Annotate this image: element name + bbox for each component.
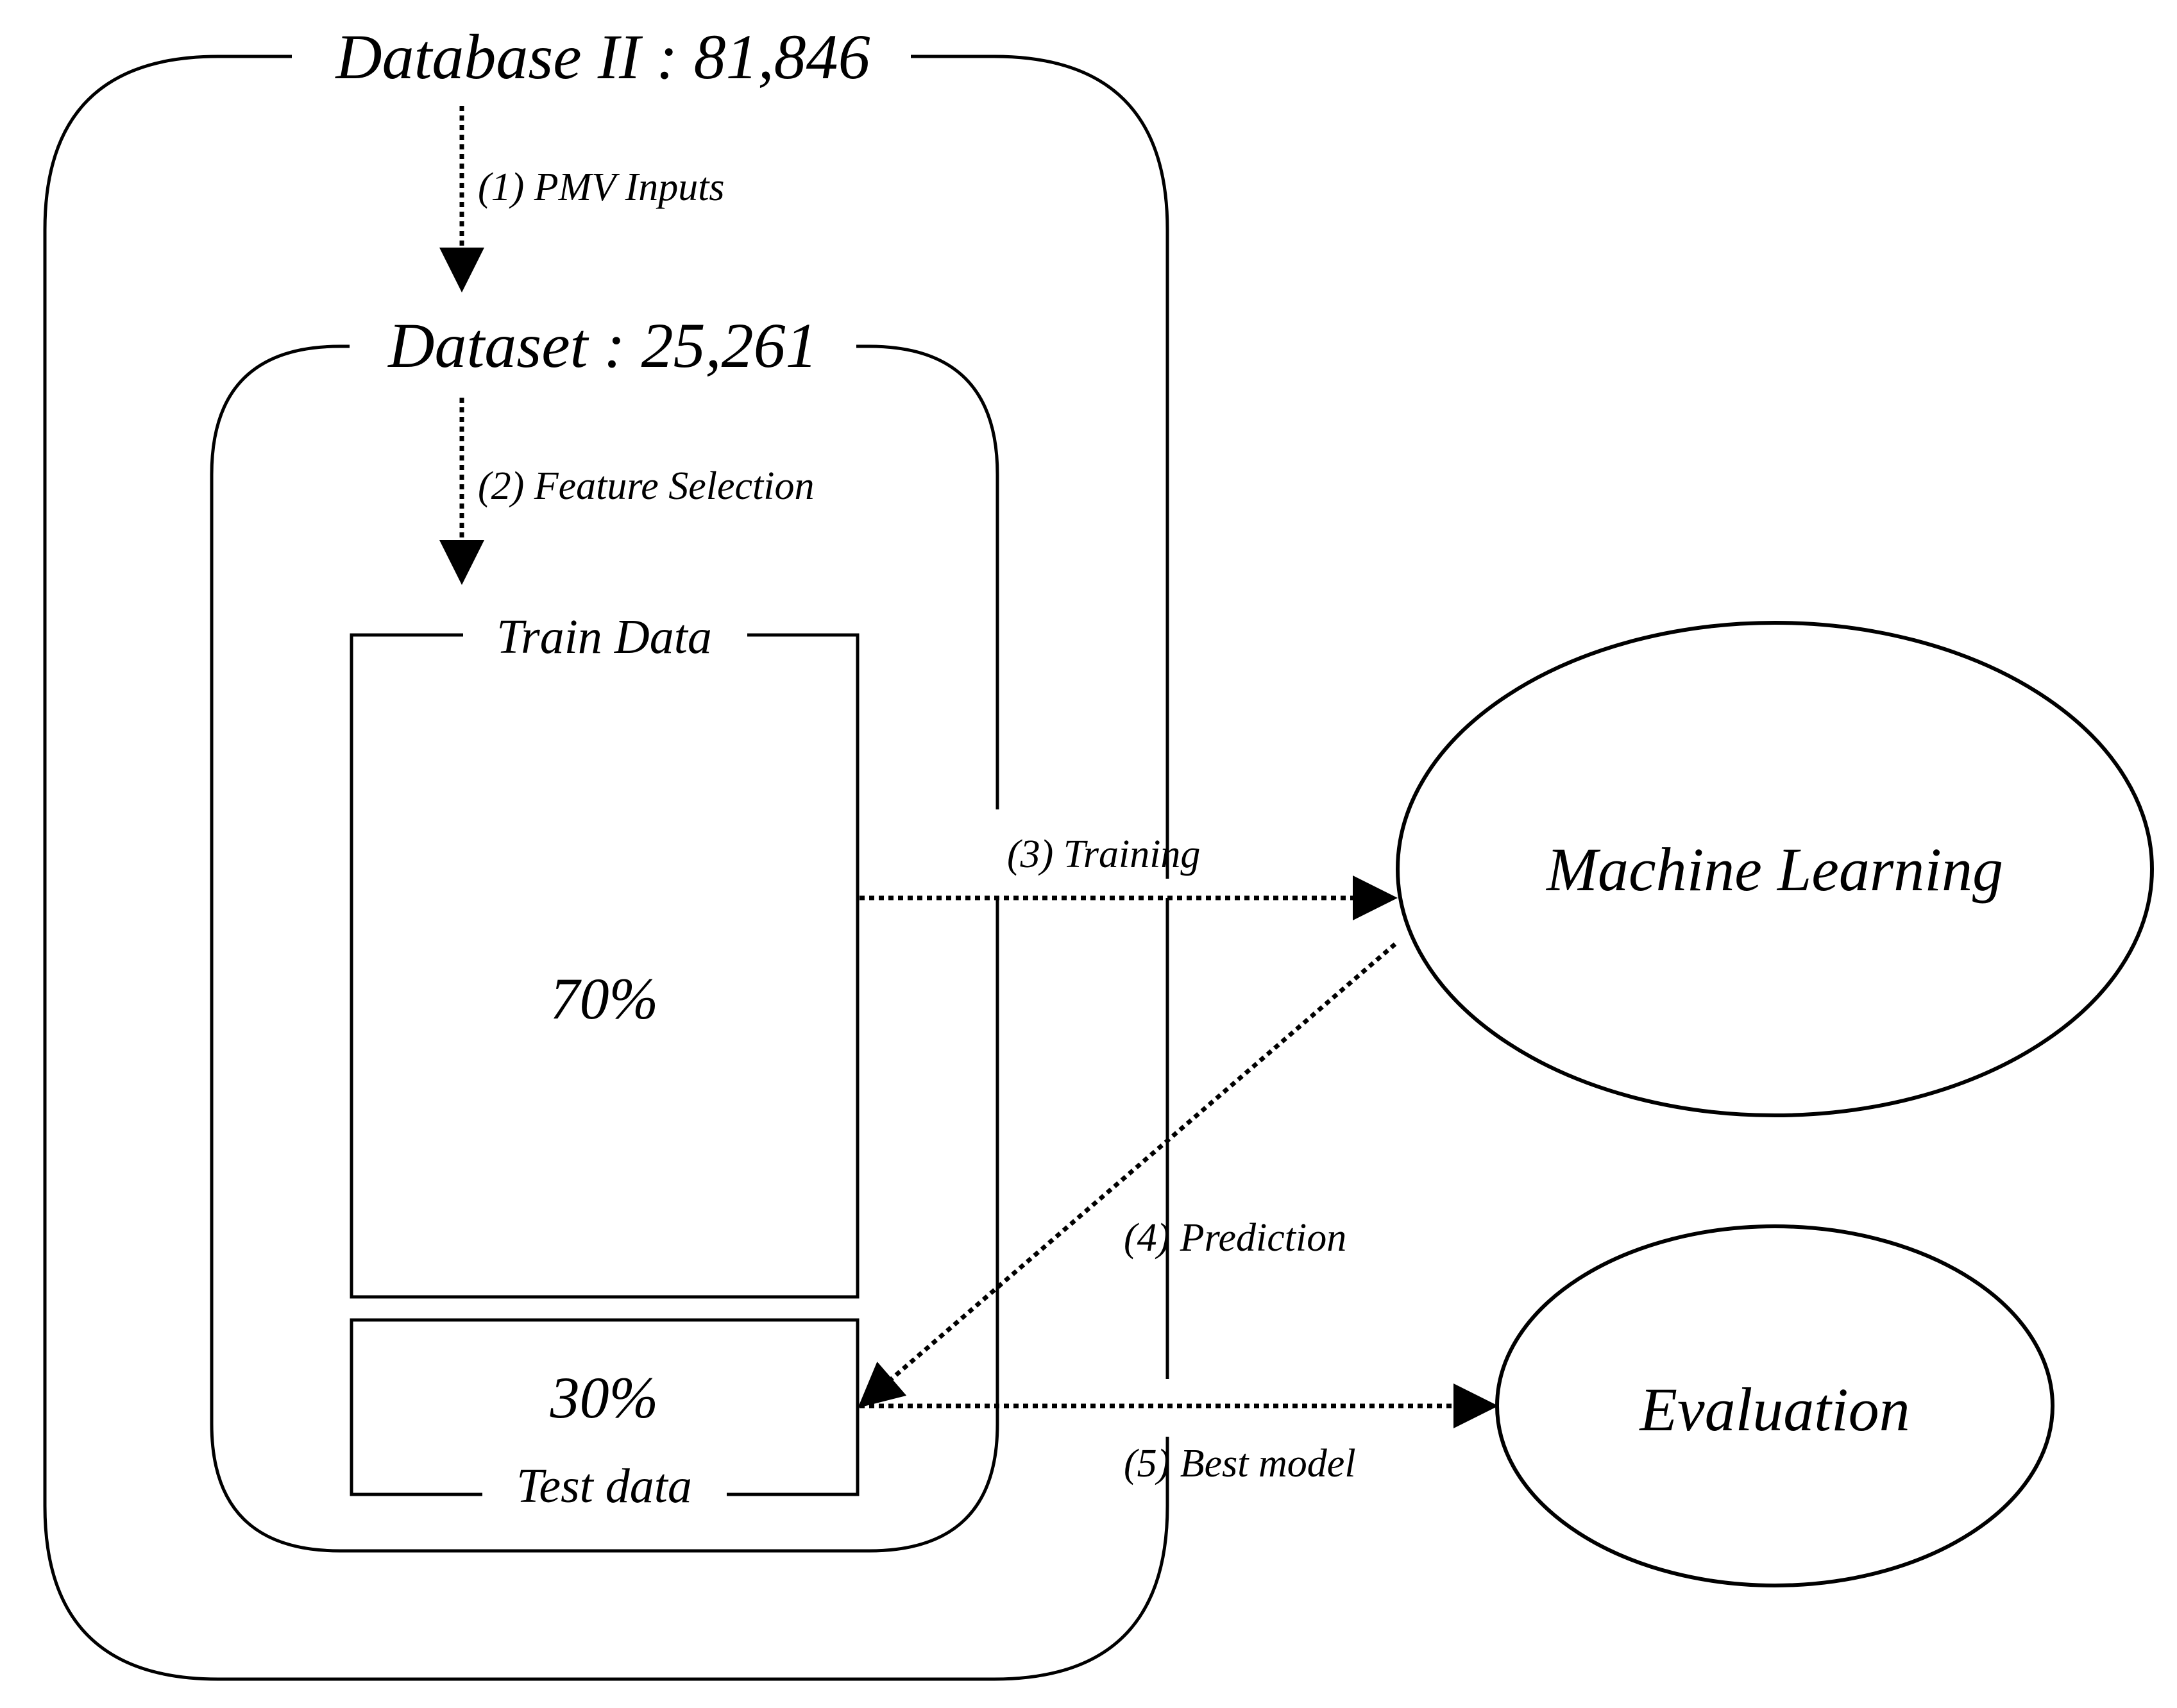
train-percent: 70% [550, 966, 659, 1031]
dataset-title: Dataset : 25,261 [387, 310, 817, 381]
evaluation-label: Evaluation [1638, 1375, 1910, 1444]
training-label: (3) Training [1007, 833, 1200, 876]
test-data-box [350, 1318, 860, 1496]
test-data-label: Test data [516, 1459, 692, 1513]
dataset-frame [210, 344, 999, 1553]
test-percent: 30% [550, 1365, 659, 1430]
feature-selection-label: (2) Feature Selection [478, 464, 815, 508]
prediction-label: (4) Prediction [1124, 1216, 1346, 1260]
prediction-arrow [858, 942, 1397, 1408]
pmv-inputs-label: (1) PMV Inputs [478, 165, 725, 209]
machine-learning-label: Machine Learning [1545, 835, 2003, 904]
train-data-label: Train Data [496, 610, 712, 664]
machine-learning-node [1396, 621, 2154, 1117]
train-data-box [350, 633, 860, 1299]
database-title: Database II : 81,846 [334, 21, 870, 92]
best-model-label: (5) Best model [1124, 1442, 1356, 1485]
